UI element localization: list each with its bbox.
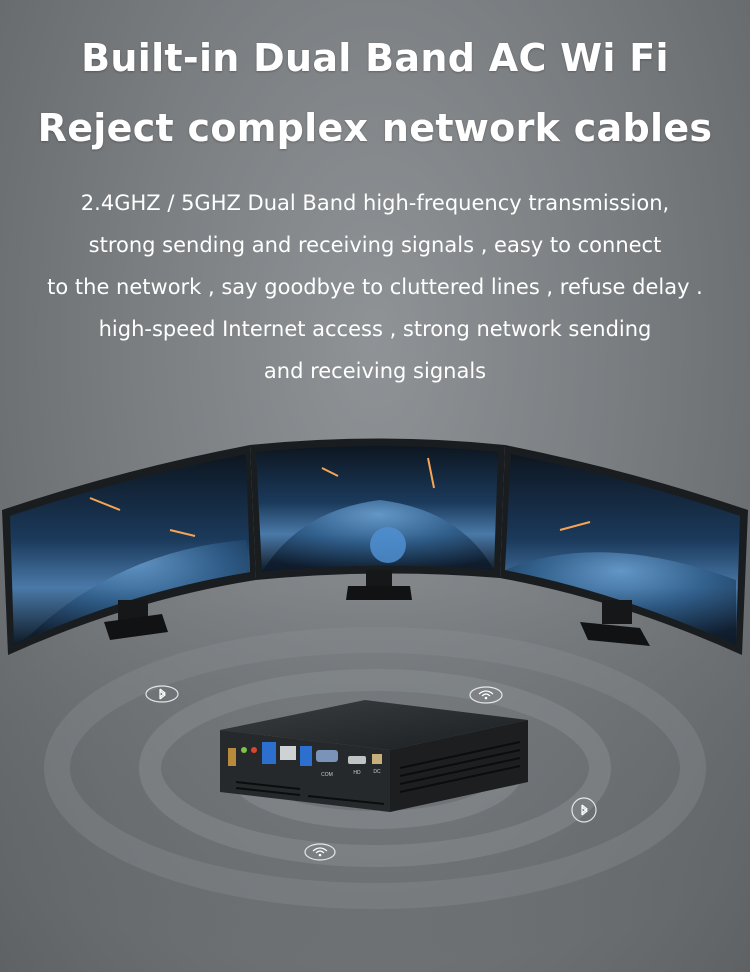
monitor-left: [2, 445, 256, 655]
wifi-icon: [469, 686, 503, 704]
bluetooth-icon: [571, 797, 597, 823]
com-label: COM: [321, 772, 333, 778]
usb-port: [300, 746, 312, 766]
wifi-icon: [304, 843, 336, 861]
description-line: and receiving signals: [263, 359, 487, 383]
description-line: high-speed Internet access , strong netw…: [98, 317, 652, 341]
com-port: [316, 750, 338, 762]
hdmi-port: [348, 756, 366, 764]
lan-port: [280, 746, 296, 760]
monitor-center: [250, 438, 505, 600]
antenna-port: [228, 748, 236, 766]
description-line: to the network , say goodbye to cluttere…: [47, 275, 703, 299]
bluetooth-icon: [145, 685, 179, 703]
description: 2.4GHZ / 5GHZ Dual Band high-frequency t…: [0, 182, 750, 392]
description-line: strong sending and receiving signals , e…: [88, 233, 662, 257]
description-line: 2.4GHZ / 5GHZ Dual Band high-frequency t…: [80, 191, 670, 215]
mini-pc: COM HD DC: [220, 700, 528, 812]
monitor-right: [500, 445, 748, 655]
product-scene: COM HD DC: [0, 438, 750, 965]
hd-label: HD: [353, 770, 361, 776]
dc-port: [372, 754, 382, 764]
headline-wifi: Built-in Dual Band AC Wi Fi: [81, 36, 669, 80]
signal-ring-outer: [44, 627, 706, 909]
usb-port: [262, 742, 276, 764]
dc-label: DC: [373, 769, 381, 775]
headline-cables: Reject complex network cables: [37, 106, 713, 150]
signal-ring-middle: [139, 669, 611, 867]
